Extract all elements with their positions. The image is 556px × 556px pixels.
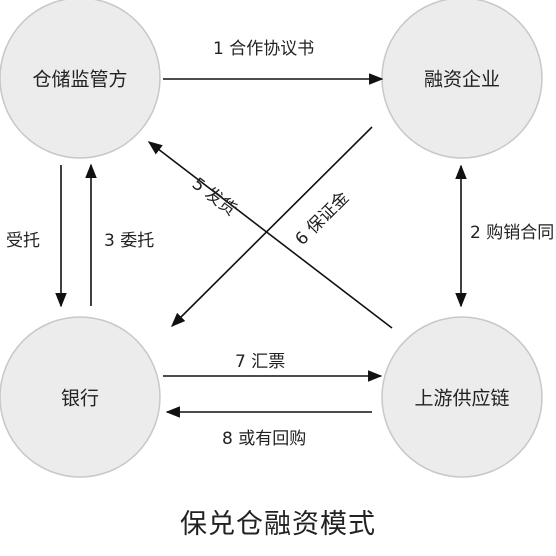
node-warehouse-label: 仓储监管方 (32, 68, 128, 91)
edge-7-label: 7 汇票 (235, 352, 286, 372)
edge-3-label: 3 委托 (104, 231, 155, 251)
diagram-title: 保兑仓融资模式 (180, 509, 376, 540)
edge-2-label: 2 购销合同 (470, 223, 555, 243)
node-upstream-label: 上游供应链 (414, 387, 510, 410)
node-upstream (381, 316, 543, 478)
node-bank-label: 银行 (60, 387, 100, 410)
node-bank (0, 316, 161, 478)
edge-6-arrow (170, 126, 373, 328)
node-financing-label: 融资企业 (423, 68, 501, 91)
edge-8-label: 8 或有回购 (222, 429, 307, 449)
edge-entrusted-label: 受托 (6, 231, 40, 251)
edge-5-arrow (147, 141, 393, 329)
edge-1-label: 1 合作协议书 (213, 39, 315, 59)
node-warehouse (0, 0, 161, 159)
